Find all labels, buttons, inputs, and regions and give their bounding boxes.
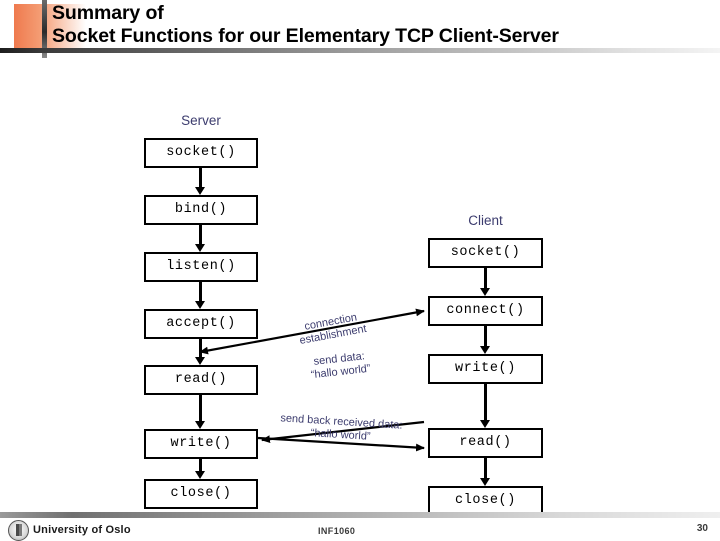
client-step-read[interactable]: read() xyxy=(428,428,543,458)
client-arrow-read-to-close xyxy=(480,458,492,486)
university-seal-icon xyxy=(8,520,29,541)
server-step-socket[interactable]: socket() xyxy=(144,138,258,168)
slide-title-bar: Summary of Socket Functions for our Elem… xyxy=(0,0,720,58)
client-column-label: Client xyxy=(468,213,503,228)
title-accent-gradient xyxy=(14,4,86,52)
server-arrow-listen-to-accept xyxy=(195,282,207,309)
footer-page-number: 30 xyxy=(696,523,708,534)
server-step-accept[interactable]: accept() xyxy=(144,309,258,339)
label-send-data: send data: “hallo world” xyxy=(287,347,393,384)
client-arrow-write-to-read xyxy=(480,384,492,428)
server-arrow-accept-to-read xyxy=(195,339,207,365)
server-arrow-bind-to-listen xyxy=(195,225,207,252)
footer-organization: University of Oslo xyxy=(33,524,131,536)
server-step-write[interactable]: write() xyxy=(144,429,258,459)
page-title: Summary of Socket Functions for our Elem… xyxy=(52,2,559,47)
label-connection-establishment: connection establishment xyxy=(271,305,394,352)
footer-course-code: INF1060 xyxy=(318,526,356,536)
client-step-close[interactable]: close() xyxy=(428,486,543,516)
title-horizontal-rule xyxy=(0,48,720,53)
server-arrow-socket-to-bind xyxy=(195,168,207,195)
client-step-connect[interactable]: connect() xyxy=(428,296,543,326)
client-step-socket[interactable]: socket() xyxy=(428,238,543,268)
server-arrow-write-to-close xyxy=(195,459,207,479)
client-arrow-connect-to-write xyxy=(480,326,492,354)
slide-footer: University of Oslo INF1060 30 xyxy=(0,506,720,541)
server-step-bind[interactable]: bind() xyxy=(144,195,258,225)
server-arrow-read-to-write xyxy=(195,395,207,429)
title-vertical-rule xyxy=(42,0,47,58)
server-step-close[interactable]: close() xyxy=(144,479,258,509)
server-step-listen[interactable]: listen() xyxy=(144,252,258,282)
footer-rule xyxy=(0,512,720,518)
socket-flow-diagram: Server Client socket() bind() listen() a… xyxy=(0,58,720,516)
server-column-label: Server xyxy=(181,113,221,128)
client-arrow-socket-to-connect xyxy=(480,268,492,296)
client-step-write[interactable]: write() xyxy=(428,354,543,384)
label-send-back-received-data: send back received data: “hallo world” xyxy=(265,411,416,446)
server-step-read[interactable]: read() xyxy=(144,365,258,395)
